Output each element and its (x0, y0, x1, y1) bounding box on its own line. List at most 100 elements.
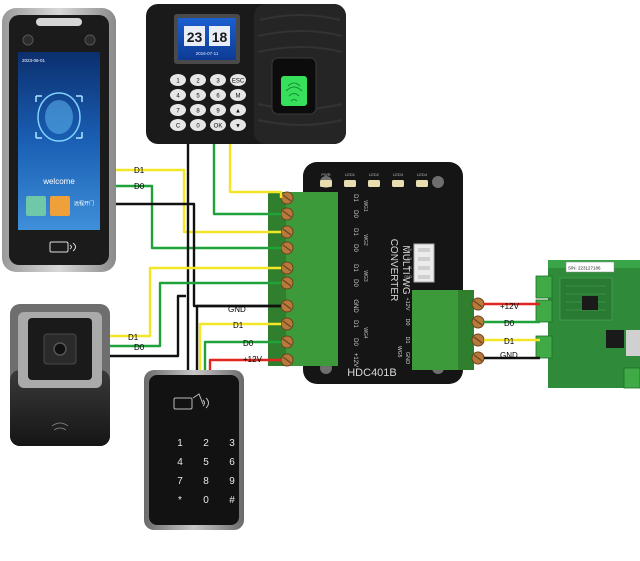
key-label: 9 (216, 109, 220, 115)
reader-key-label: 1 (177, 438, 183, 449)
wire-label-kp-12v: +12V (243, 355, 263, 364)
wire-fp-d0 (212, 144, 281, 216)
reader-key-label: 4 (177, 457, 183, 468)
card-icon (173, 393, 209, 410)
key-label: 3 (216, 79, 220, 85)
wire-fp-d1 (228, 144, 283, 198)
wire-qr-d1 (110, 266, 281, 338)
reader-key-label: * (178, 495, 182, 506)
wire-qr-d0 (110, 281, 281, 348)
key-button (230, 104, 246, 116)
board-chip (582, 296, 598, 310)
header-pin-label: RX (407, 257, 413, 261)
reader-key-label: 7 (177, 476, 183, 487)
welcome-text: welcome (42, 177, 75, 186)
key-button (230, 89, 246, 101)
key-button (190, 104, 206, 116)
wire-label-face-d0: D0 (134, 182, 145, 191)
lcd-date: 2016-07-11 (196, 51, 219, 56)
key-button (170, 119, 186, 131)
status-led (392, 180, 404, 187)
terminal-label: D0 (352, 338, 358, 346)
converter-title-line2: CONVERTER (388, 239, 399, 302)
wire-label-qr-d1: D1 (128, 333, 139, 342)
key-button (210, 74, 226, 86)
reader-key-label: 8 (203, 476, 209, 487)
wire-face-gnd (116, 202, 281, 308)
camera-icon (22, 34, 34, 46)
wire-label-out-12v: +12V (500, 302, 520, 311)
key-label: 5 (196, 94, 200, 100)
output-terminal-block (412, 290, 485, 370)
wire-label-face-d1: D1 (134, 166, 145, 175)
wire-qr-gnd (110, 294, 186, 358)
key-label: ▲ (235, 109, 241, 115)
board-connector (623, 367, 640, 389)
output-terminal-label: +12V (404, 298, 410, 311)
key-button (190, 74, 206, 86)
wire-kp-12v (208, 358, 281, 370)
key-button (230, 74, 246, 86)
port-label: WG3 (362, 270, 368, 282)
wire-kp-d1 (198, 322, 281, 370)
status-led (344, 180, 356, 187)
nfc-icon (49, 241, 76, 253)
terminal-label: D1 (352, 320, 358, 328)
converter-model: HDC401B (347, 367, 397, 379)
led-label: LED4 (417, 172, 428, 177)
status-led (368, 180, 380, 187)
terminal-label: D1 (352, 264, 358, 272)
fingerprint-window (281, 76, 307, 106)
face-recognition-terminal: 2023-06-01 welcome 远程开门 (2, 8, 116, 272)
header-pin (418, 248, 430, 252)
status-led (320, 180, 332, 187)
key-button (210, 89, 226, 101)
wire-kp-d0 (203, 340, 281, 370)
wire-label-out-d1: D1 (504, 337, 515, 346)
terminal-label: D0 (352, 210, 358, 218)
output-terminal-label: GND (404, 352, 410, 364)
key-label: 4 (176, 94, 180, 100)
header-pin (418, 257, 430, 261)
board-chip (606, 330, 624, 348)
reader-key-label: 0 (203, 495, 209, 506)
face-button-qr (26, 196, 46, 216)
key-button (210, 119, 226, 131)
reader-key-label: 3 (229, 438, 235, 449)
camera-icon (84, 34, 96, 46)
key-button (170, 104, 186, 116)
port-label: WG2 (362, 234, 368, 246)
wire-face-d0 (116, 184, 281, 250)
reader-key-label: 5 (203, 457, 209, 468)
key-label: 1 (176, 79, 180, 85)
wire-label-kp-d0: D0 (243, 339, 254, 348)
terminal-label: D1 (352, 194, 358, 202)
terminal-label: +12V (352, 353, 358, 367)
header-pin (418, 266, 430, 270)
terminal-label: D0 (352, 244, 358, 252)
port-label: WG4 (362, 327, 368, 339)
wire-label-kp-gnd: GND (228, 305, 246, 314)
status-led (416, 180, 428, 187)
board-connector (535, 335, 553, 359)
face-status-text: 2023-06-01 (22, 58, 46, 63)
output-terminal-label: D0 (404, 318, 410, 325)
key-label: 7 (176, 109, 180, 115)
key-button (210, 104, 226, 116)
output-port-label: WG5 (396, 346, 402, 358)
key-button (170, 89, 186, 101)
key-label: 6 (216, 94, 220, 100)
key-label: 2 (196, 79, 200, 85)
wire-label-out-d0: D0 (504, 319, 515, 328)
key-button (170, 74, 186, 86)
wires (110, 144, 540, 370)
clock-hour: 23 (187, 29, 203, 45)
wire-face-d1 (116, 168, 281, 234)
header-pin-label: 5V (408, 248, 413, 252)
led-label: LED2 (369, 172, 380, 177)
input-terminal-block (268, 191, 338, 367)
